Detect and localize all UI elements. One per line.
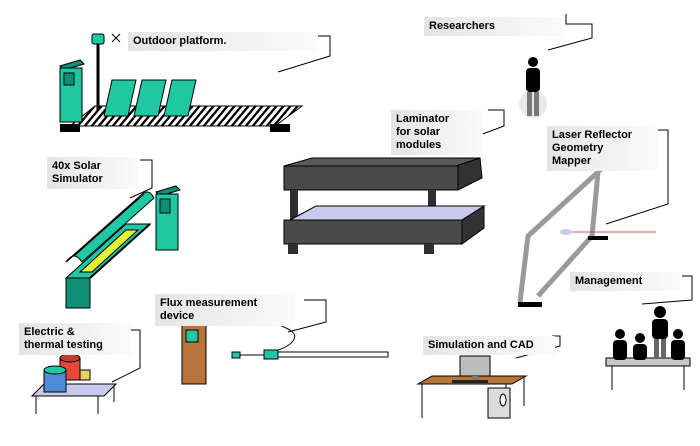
mast-sensor [91,33,105,45]
laminator-leg [424,244,434,254]
monitor [459,355,491,377]
laminator-bed [289,205,486,221]
person-figure [652,306,668,359]
flux-probe-rod [277,351,389,358]
keyboard [452,380,488,383]
label-management: Management [570,272,680,291]
laminator-top-slab [283,165,459,191]
outdoor-platform [59,33,304,132]
person-figure [613,329,627,360]
label-simulation-cad: Simulation and CAD [423,336,555,355]
laminator [283,157,486,254]
person-figure [633,333,647,360]
label-flux-device: Flux measurement device [155,294,295,326]
simulator-yellow-rail [78,229,140,273]
laminator-top-lid [283,157,481,167]
test-meter [79,369,91,381]
simulator-cabinet [155,185,181,251]
platform-foot-left [60,124,80,132]
solar-panel [103,79,137,117]
pc-tower [487,387,511,419]
label-solar-simulator: 40x Solar Simulator [47,157,139,189]
laminator-leg [290,190,298,220]
label-laminator: Laminator for solar modules [391,110,483,155]
flux-device [181,311,389,385]
management-group [605,306,691,390]
callout-electric [111,329,141,383]
solar-simulator [64,185,181,309]
callout-outdoor [277,35,331,73]
person-figure [671,329,685,360]
sensor-cross-icon [111,33,121,43]
simulator-foot [65,277,91,309]
label-researchers: Researchers [424,17,562,36]
laminator-leg [428,190,436,220]
electric-thermal-bench [30,353,118,414]
label-laser-mapper: Laser Reflector Geometry Mapper [547,126,657,171]
outdoor-control-cabinet [59,59,85,123]
blue-container [43,365,67,393]
flux-connector [231,351,241,359]
solar-panel-row [103,79,197,117]
solar-panel [133,79,167,117]
solar-panel [163,79,197,117]
laser-spot [560,229,572,235]
label-outdoor-platform: Outdoor platform. [128,32,316,51]
platform-foot-right [270,124,290,132]
cad-workstation [416,355,528,419]
callout-laser [605,129,669,225]
label-electric-thermal: Electric & thermal testing [19,323,131,355]
laser-base [588,236,608,240]
callout-solar-simulator [129,159,153,199]
flux-sensor-head [263,349,279,360]
callout-researchers [547,14,593,51]
laminator-leg [288,244,298,254]
laser-base [518,302,542,307]
researcher-figure [519,57,547,118]
callout-management [641,275,693,305]
laminator-lower-slab [283,219,463,245]
callout-flux [287,299,327,333]
